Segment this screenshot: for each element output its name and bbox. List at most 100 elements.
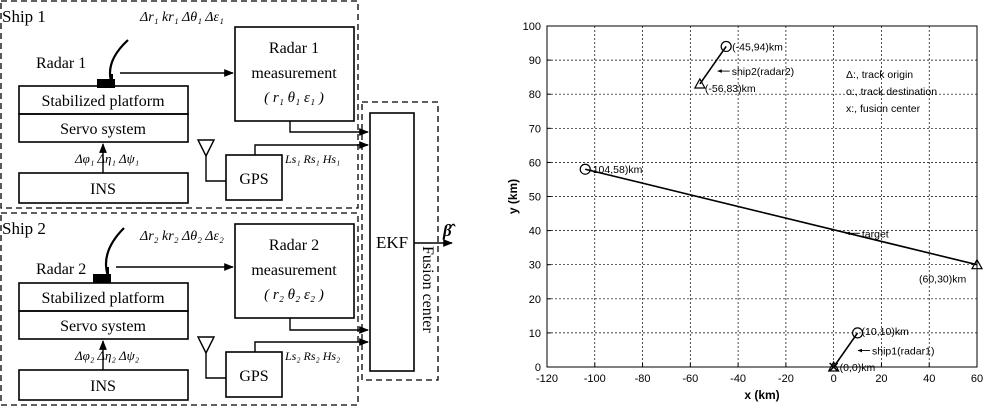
ship1-servo-system-label: Servo system <box>60 121 146 138</box>
ship1-radar-label: Radar 1 <box>36 55 86 72</box>
ship1-ins-label: INS <box>90 181 116 198</box>
ship2-servo-system-label: Servo system <box>60 318 146 335</box>
track-origin-marker <box>827 360 840 372</box>
x-tick-label: 0 <box>831 373 837 385</box>
ship1-measurement-line2: measurement <box>251 65 337 82</box>
y-tick-label: 80 <box>529 89 541 101</box>
ship2-boundary <box>0 212 359 406</box>
ship2-gps-antenna-line <box>205 353 226 379</box>
track-origin-label: (0,0)km <box>840 362 876 374</box>
y-tick-label: 100 <box>523 21 541 33</box>
track-origin-marker <box>970 258 984 270</box>
ship2-measurement-to-ekf-arrow <box>289 318 369 334</box>
plot-series: -104,58)km (60,30)km target (-45,94)km (-56,… <box>579 40 984 374</box>
legend-entry: x:, fusion center <box>846 103 921 115</box>
ship1-stabilized-platform-label: Stabilized platform <box>41 93 165 110</box>
x-tick-label: -120 <box>536 373 558 385</box>
x-tick-label: 20 <box>875 373 887 385</box>
ship1-gps-label: GPS <box>239 171 268 188</box>
track-name-label: ship2(radar2) <box>732 66 794 78</box>
track-origin-marker <box>693 77 706 89</box>
y-tick-label: 30 <box>529 260 541 272</box>
ship2-measurement-line3: ( r₂ θ₂ ε₂ ) <box>264 287 324 303</box>
plot-frame <box>546 25 978 368</box>
x-tick-label: -100 <box>584 373 606 385</box>
ship1-gps-box <box>225 154 283 201</box>
ship1-radar-mount <box>97 79 115 88</box>
x-tick-label: -20 <box>778 373 794 385</box>
ship1-components: Radar 1 Δr₁ kr₁ Δθ₁ Δε₁ Stabilized platf… <box>18 10 369 204</box>
fusion-center-label: Fusion center <box>419 246 436 333</box>
ekf-label: EKF <box>376 233 408 252</box>
x-axis-label: x (km) <box>744 388 779 402</box>
legend-entry: Δ:, track origin <box>846 69 913 81</box>
x-tick-label: -40 <box>730 373 746 385</box>
ship1-gps-errors: Ls₁ Rs₁ Hs₁ <box>284 152 340 166</box>
x-tick-label: 60 <box>971 373 983 385</box>
y-tick-label: 10 <box>529 328 541 340</box>
ship2-components: Radar 2 Δr₂ kr₂ Δθ₂ Δε₂ Stabilized platf… <box>18 223 369 401</box>
track-destination-label: (10,10)km <box>862 326 910 338</box>
track-destination-label: -104,58)km <box>589 164 642 176</box>
track-destination-marker <box>579 163 591 175</box>
y-tick-label: 70 <box>529 123 541 135</box>
output-estimate: β̂ <box>442 221 456 240</box>
y-tick-label: 40 <box>529 226 541 238</box>
ship2-measurement-line1: Radar 2 <box>269 237 319 254</box>
x-tick-label: 40 <box>923 373 935 385</box>
y-tick-label: 90 <box>529 55 541 67</box>
ship2-title: Ship 2 <box>2 219 46 238</box>
fusion-center-marker <box>829 362 839 372</box>
y-tick-label: 20 <box>529 294 541 306</box>
ship2-gps-label: GPS <box>239 368 268 385</box>
fusion-center-boundary <box>361 101 439 381</box>
y-tick-label: 50 <box>529 192 541 204</box>
ship1-gps-antenna-icon <box>196 139 216 158</box>
track-line <box>585 168 978 266</box>
ship2-ins-label: INS <box>90 378 116 395</box>
ship2-stabilized-platform-label: Stabilized platform <box>41 290 165 307</box>
track-destination-marker <box>851 327 864 339</box>
ship2-measurement-box <box>234 223 355 319</box>
plot-legend: Δ:, track origin o:, track destination x:,… <box>846 69 937 115</box>
track-origin-label: (-56,83)km <box>705 83 756 95</box>
ship2-radar-mount <box>93 274 111 283</box>
ship1-boundary <box>0 0 359 209</box>
ship2-radar-label: Radar 2 <box>36 261 86 278</box>
track-name-label: ship1(radar1) <box>872 346 934 358</box>
track-destination-label: (-45,94)km <box>732 41 783 53</box>
ship1-radar-errors: Δr₁ kr₁ Δθ₁ Δε₁ <box>139 10 224 25</box>
x-tick-label: -60 <box>682 373 698 385</box>
ship1-gps-antenna-line <box>205 156 226 182</box>
ship1-measurement-line1: Radar 1 <box>269 40 319 57</box>
ship2-gps-errors: Ls₂ Rs₂ Hs₂ <box>284 349 340 363</box>
ship1-title: Ship 1 <box>2 7 46 26</box>
track-line <box>833 332 859 368</box>
legend-entry: o:, track destination <box>846 86 937 98</box>
ship2-gps-to-ekf-arrow <box>254 338 369 352</box>
y-axis-label: y (km) <box>506 179 520 214</box>
x-tick-label: -80 <box>635 373 651 385</box>
block-diagram: Ship 1 Ship 2 Fusion center EKF β̂ Radar… <box>0 0 456 406</box>
ekf-box <box>369 112 415 372</box>
ship1-ins-errors: Δφ₁ Δη₁ Δψ₁ <box>74 151 139 166</box>
ship2-radar-dish-icon <box>104 227 125 277</box>
ship2-radar-errors: Δr₂ kr₂ Δθ₂ Δε₂ <box>139 229 224 244</box>
ship1-measurement-line3: ( r₁ θ₁ ε₁ ) <box>264 90 324 106</box>
track-line <box>699 46 727 85</box>
ship1-servo-system-box <box>18 113 189 143</box>
ship1-measurement-box <box>234 26 355 122</box>
ship2-servo-system-box <box>18 310 189 340</box>
track-name-label: target <box>862 228 889 240</box>
y-tick-label: 0 <box>535 362 541 374</box>
ship1-measurement-to-ekf-arrow <box>289 121 369 136</box>
ship2-gps-antenna-icon <box>196 336 216 355</box>
track-destination-marker <box>720 40 732 53</box>
ship1-gps-to-ekf-arrow <box>254 141 369 155</box>
ship2-gps-box <box>225 351 283 398</box>
track-origin-label: (60,30)km <box>919 274 967 286</box>
ship2-measurement-line2: measurement <box>251 262 337 279</box>
